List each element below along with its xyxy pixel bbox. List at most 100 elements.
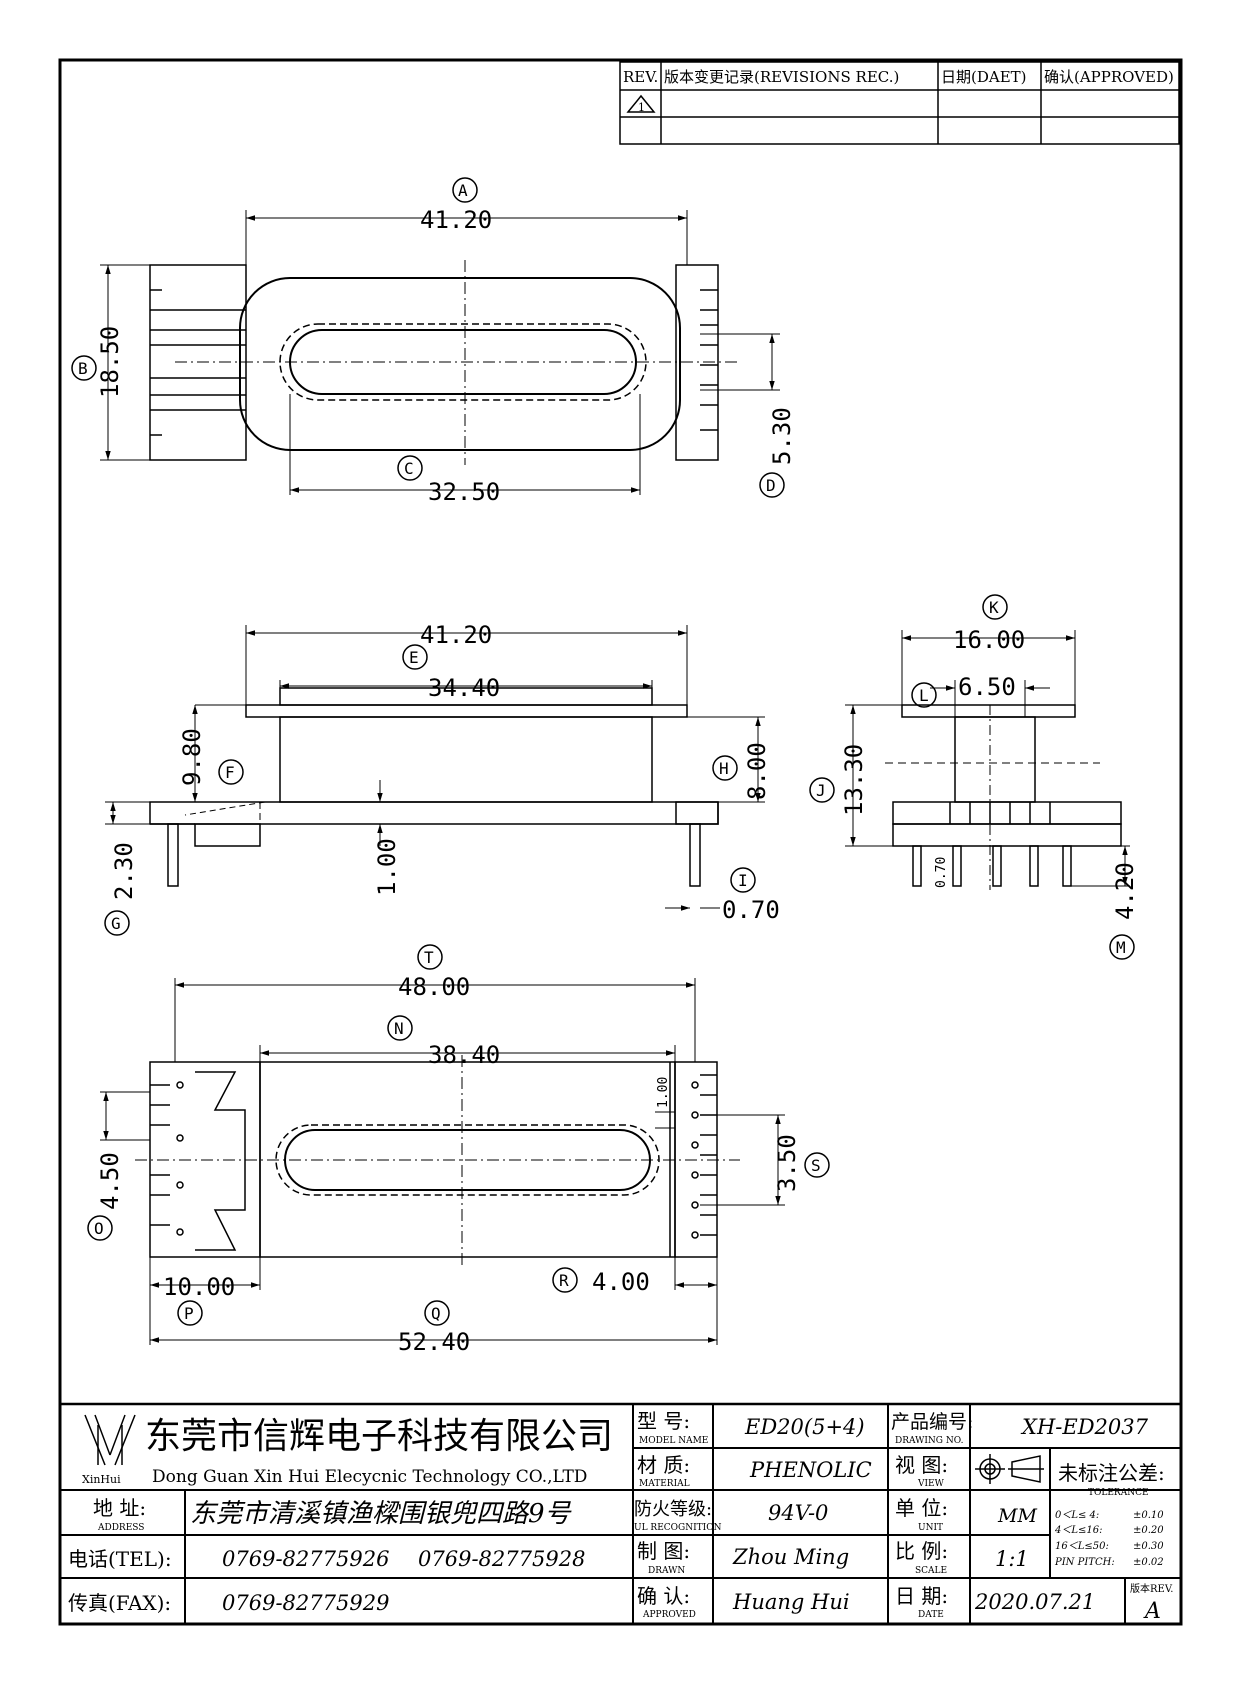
ul-value: 94V-0 (768, 1501, 828, 1525)
dim-b: 18.50 (96, 326, 124, 398)
dim-d: 5.30 (768, 407, 796, 465)
label-e-circle (402, 644, 428, 670)
drawing-no-label: 产品编号: (891, 1411, 973, 1433)
tel-1: 0769-82775926 (222, 1547, 389, 1571)
material-label-en: MATERIAL (639, 1479, 690, 1489)
title-block (60, 1402, 1181, 1624)
xinhui-logo-icon (84, 1414, 136, 1466)
label-p-circle (177, 1300, 203, 1326)
drawn-label-en: DRAWN (648, 1566, 685, 1576)
label-j: J (816, 781, 826, 800)
tolerance-value-4: ±0.02 (1133, 1557, 1164, 1568)
dim-n: 38.40 (428, 1041, 500, 1069)
tolerance-value-1: ±0.10 (1133, 1510, 1164, 1521)
drawing-no-label-en: DRAWING NO. (895, 1436, 964, 1446)
address-value: 东莞市清溪镇渔樑围银兜四路9号 (190, 1499, 573, 1529)
label-l: L (919, 686, 929, 705)
label-a: A (458, 181, 468, 200)
side-view (809, 594, 1135, 960)
dim-p: 10.00 (163, 1273, 235, 1301)
dim-c: 32.50 (428, 478, 500, 506)
label-o: O (94, 1219, 104, 1238)
approved-label-en: APPROVED (642, 1610, 696, 1620)
tolerance-range-2: 4＜L≤16: (1054, 1525, 1102, 1536)
label-c-circle (397, 455, 423, 481)
revision-table (619, 61, 1180, 145)
top-view (71, 177, 785, 498)
dim-e: 34.40 (428, 674, 500, 702)
label-a-circle (452, 177, 478, 203)
label-m: M (1116, 938, 1126, 957)
drawn-label: 制 图: (637, 1539, 690, 1563)
fax-label: 传真(FAX): (68, 1591, 171, 1615)
rev-mark: 1 (638, 101, 645, 114)
rev-label: 版本REV. (1130, 1582, 1173, 1595)
label-o-circle (87, 1215, 113, 1241)
date-value: 2020.07.21 (974, 1590, 1095, 1614)
label-d-circle (759, 472, 785, 498)
dim-f: 9.80 (178, 728, 206, 786)
bottom-view (87, 944, 830, 1345)
date-label: 日 期: (895, 1584, 948, 1608)
label-b-circle (71, 355, 97, 381)
date-label-en: DATE (918, 1610, 944, 1620)
drawing-no-value: XH-ED2037 (1020, 1415, 1149, 1439)
tolerance-range-4: PIN PITCH: (1054, 1557, 1115, 1568)
dim-k: 16.00 (953, 626, 1025, 654)
label-q-circle (424, 1300, 450, 1326)
dim-q: 52.40 (398, 1328, 470, 1356)
tel-label: 电话(TEL): (68, 1547, 172, 1571)
dim-r: 4.00 (592, 1268, 650, 1296)
label-f: F (225, 763, 235, 782)
ul-label-en: UL RECOGNITION (634, 1523, 722, 1533)
dim-s: 3.50 (773, 1134, 801, 1192)
label-r: R (559, 1271, 569, 1290)
dim-g: 2.30 (110, 842, 138, 900)
tel-2: 0769-82775928 (418, 1547, 585, 1571)
company-name-cn: 东莞市信辉电子科技有限公司 (145, 1416, 613, 1457)
label-m-circle (1109, 934, 1135, 960)
tolerance-value-3: ±0.30 (1133, 1541, 1164, 1552)
dim-front-top: 41.20 (420, 621, 492, 649)
dim-front-center: 1.00 (373, 838, 401, 896)
label-h-circle (712, 755, 738, 781)
dim-m: 4.20 (1111, 862, 1139, 920)
model-label-en: MODEL NAME (639, 1436, 708, 1446)
dim-t: 48.00 (398, 973, 470, 1001)
dim-h: 8.00 (743, 742, 771, 800)
label-c: C (404, 459, 414, 478)
dim-bottom-small: 1.00 (656, 1077, 671, 1108)
label-d: D (766, 476, 776, 495)
rev-value: A (1143, 1599, 1161, 1624)
approved-value: Huang Hui (732, 1590, 850, 1614)
unit-label-en: UNIT (918, 1523, 943, 1533)
label-k-circle (982, 594, 1008, 620)
label-n: N (394, 1019, 404, 1038)
dim-side-pin: 0.70 (934, 857, 949, 888)
label-h: H (719, 759, 729, 778)
rev-header: REV. (623, 68, 658, 86)
label-i: I (738, 871, 748, 890)
label-q: Q (431, 1304, 441, 1323)
label-r-circle (552, 1267, 578, 1293)
sheet-border (58, 58, 1183, 1626)
approved-header: 确认(APPROVED) (1044, 68, 1174, 86)
tolerance-range-1: 0＜L≤ 4: (1055, 1510, 1099, 1521)
approved-label: 确 认: (637, 1584, 690, 1608)
label-t: T (424, 948, 434, 967)
label-n-circle (387, 1015, 413, 1041)
unit-value: MM (997, 1505, 1037, 1527)
dim-o: 4.50 (96, 1152, 124, 1210)
label-i-circle (730, 867, 756, 893)
logo-text: XinHui (82, 1473, 121, 1486)
front-view (104, 625, 765, 936)
view-label: 视 图: (895, 1453, 948, 1477)
address-label-en: ADDRESS (97, 1523, 144, 1533)
model-value: ED20(5+4) (744, 1415, 865, 1439)
dim-a: 41.20 (420, 206, 492, 234)
label-f-circle (218, 759, 244, 785)
label-k: K (989, 598, 999, 617)
view-projection-icon (975, 1454, 1044, 1484)
